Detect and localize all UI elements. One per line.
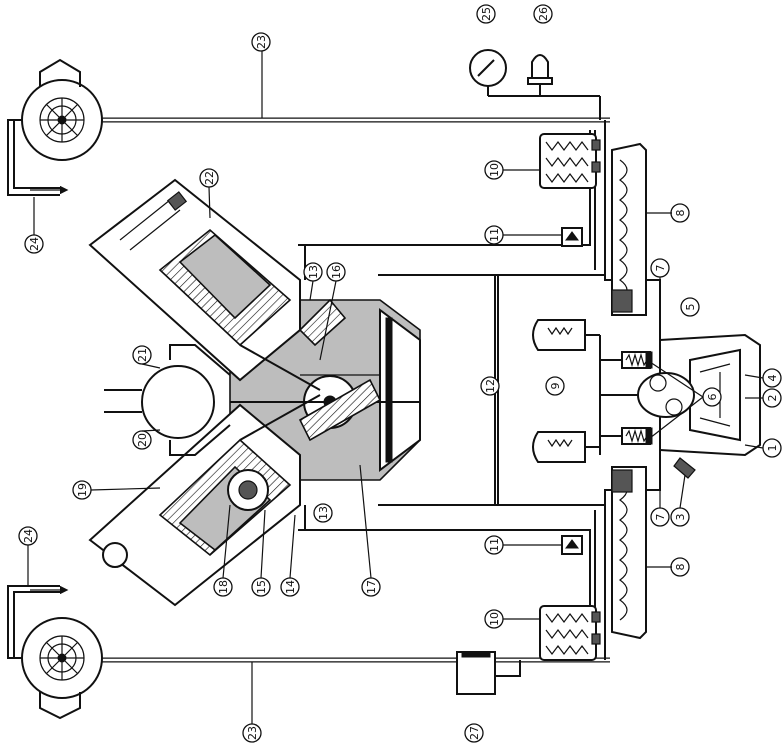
callout-11a: 11 xyxy=(484,225,504,245)
svg-text:22: 22 xyxy=(203,171,216,185)
callout-24b: 24 xyxy=(18,526,38,546)
svg-text:17: 17 xyxy=(365,580,378,594)
cylinder-bank-upper xyxy=(88,178,321,391)
callout-12: 12 xyxy=(480,376,500,396)
svg-text:14: 14 xyxy=(284,580,297,594)
svg-text:4: 4 xyxy=(766,375,779,382)
callout-23a: 23 xyxy=(251,32,271,52)
callout-27: 27 xyxy=(464,723,484,743)
cylinder-bank-lower xyxy=(88,394,321,607)
svg-text:8: 8 xyxy=(674,210,687,217)
callout-14: 14 xyxy=(280,577,300,597)
oil-filter-lower xyxy=(539,605,601,661)
svg-text:23: 23 xyxy=(255,35,268,49)
svg-text:12: 12 xyxy=(484,379,497,393)
svg-text:13: 13 xyxy=(317,506,330,520)
callout-7a: 7 xyxy=(650,258,670,278)
callout-17: 17 xyxy=(361,577,381,597)
callout-6: 6 xyxy=(702,387,722,407)
svg-text:7: 7 xyxy=(654,265,667,272)
svg-text:15: 15 xyxy=(255,580,268,594)
turbocharger-lower xyxy=(7,585,103,720)
turbocharger-upper xyxy=(7,58,103,196)
callout-8b: 8 xyxy=(670,557,690,577)
svg-text:1: 1 xyxy=(766,445,779,452)
svg-text:11: 11 xyxy=(488,228,501,242)
oil-pump xyxy=(600,372,695,418)
callout-4: 4 xyxy=(762,368,782,388)
callout-15: 15 xyxy=(251,577,271,597)
callout-23b: 23 xyxy=(242,723,262,743)
callout-13b: 13 xyxy=(313,503,333,523)
svg-text:16: 16 xyxy=(330,265,343,279)
pump-distribution-line xyxy=(585,334,622,455)
check-valve-upper xyxy=(561,227,583,247)
oil-cooler-upper xyxy=(611,142,647,316)
thermostat-upper xyxy=(532,319,586,351)
svg-text:7: 7 xyxy=(654,514,667,521)
connecting-rod xyxy=(298,298,382,442)
svg-text:5: 5 xyxy=(684,304,697,311)
svg-text:2: 2 xyxy=(766,395,779,402)
oil-cooler-lower xyxy=(611,466,647,640)
svg-text:13: 13 xyxy=(307,265,320,279)
svg-text:20: 20 xyxy=(136,433,149,447)
callout-16: 16 xyxy=(326,262,346,282)
callout-24a: 24 xyxy=(24,234,44,254)
relief-valve-upper xyxy=(621,351,653,369)
callout-8a: 8 xyxy=(670,203,690,223)
oil-line-upper-turbo xyxy=(95,84,610,123)
callout-10a: 10 xyxy=(484,160,504,180)
callout-18: 18 xyxy=(213,577,233,597)
svg-text:8: 8 xyxy=(674,564,687,571)
svg-text:10: 10 xyxy=(488,163,501,177)
callout-1: 1 xyxy=(762,438,782,458)
svg-text:19: 19 xyxy=(76,483,89,497)
svg-text:9: 9 xyxy=(549,383,562,390)
head-oil-lines xyxy=(104,245,380,530)
callout-19: 19 xyxy=(72,480,92,500)
svg-text:26: 26 xyxy=(537,7,550,21)
svg-text:6: 6 xyxy=(706,394,719,401)
check-valve-lower xyxy=(561,535,583,555)
svg-text:25: 25 xyxy=(480,7,493,21)
drain-plug xyxy=(673,457,696,479)
svg-text:3: 3 xyxy=(674,514,687,521)
callout-7b: 7 xyxy=(650,507,670,527)
callout-leaders xyxy=(27,51,764,724)
svg-text:21: 21 xyxy=(136,348,149,362)
callout-13a: 13 xyxy=(303,262,323,282)
callout-21: 21 xyxy=(132,345,152,365)
callout-10b: 10 xyxy=(484,609,504,629)
callout-9: 9 xyxy=(545,376,565,396)
callout-11b: 11 xyxy=(484,535,504,555)
svg-text:24: 24 xyxy=(28,237,41,251)
relief-valve-lower xyxy=(621,427,653,445)
callout-25: 25 xyxy=(476,4,496,24)
oil-level-sensor xyxy=(456,651,505,695)
svg-text:10: 10 xyxy=(488,612,501,626)
svg-text:18: 18 xyxy=(217,580,230,594)
oil-filter-upper xyxy=(539,133,601,189)
callout-2: 2 xyxy=(762,388,782,408)
callout-3: 3 xyxy=(670,507,690,527)
svg-text:23: 23 xyxy=(246,726,259,740)
svg-text:24: 24 xyxy=(22,529,35,543)
thermostat-lower xyxy=(532,431,586,463)
oil-pressure-sender xyxy=(527,54,553,85)
oil-pressure-gauge xyxy=(469,49,507,96)
callout-20: 20 xyxy=(132,430,152,450)
svg-text:11: 11 xyxy=(488,538,501,552)
oil-line-lower-turbo xyxy=(95,657,610,677)
callout-22: 22 xyxy=(199,168,219,188)
callout-26: 26 xyxy=(533,4,553,24)
svg-text:27: 27 xyxy=(468,726,481,740)
callout-5: 5 xyxy=(680,297,700,317)
